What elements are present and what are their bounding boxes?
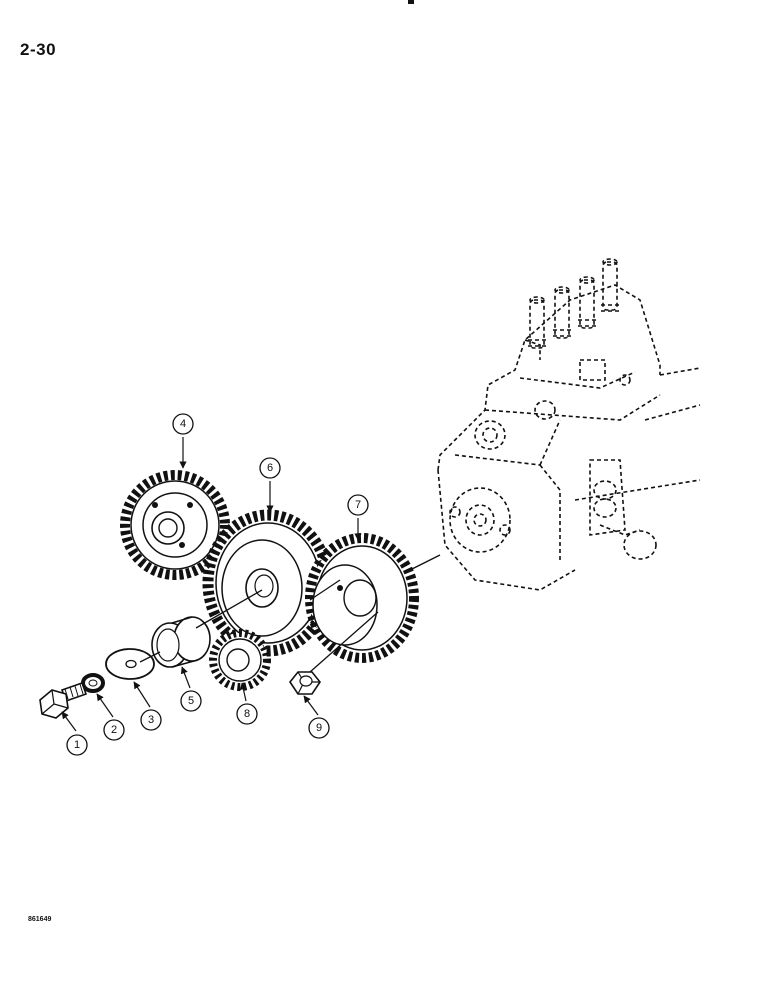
callout-leaders [61, 437, 362, 732]
svg-text:6: 6 [267, 462, 273, 474]
assembly-lines [139, 589, 379, 673]
callout-3: 3 [140, 709, 162, 731]
callout-4: 4 [172, 413, 194, 435]
callout-7: 7 [347, 494, 369, 516]
callout-1: 1 [66, 734, 88, 756]
lock-washer-icon [81, 673, 105, 693]
svg-text:9: 9 [316, 722, 322, 734]
callout-2: 2 [103, 719, 125, 741]
small-gear-icon [209, 629, 271, 691]
page-header-mark [408, 0, 414, 4]
hex-bolt-icon [39, 681, 88, 719]
svg-text:8: 8 [244, 708, 250, 720]
bushing-icon [151, 616, 211, 668]
figure-number: 861649 [28, 916, 52, 923]
svg-text:1: 1 [74, 739, 80, 751]
injection-pump-icon [437, 258, 701, 591]
callout-6: 6 [259, 457, 281, 479]
flat-washer-icon [105, 648, 155, 680]
svg-text:3: 3 [148, 714, 154, 726]
pump-drive-gear-icon [305, 533, 419, 663]
svg-text:7: 7 [355, 499, 361, 511]
hex-nut-icon [289, 671, 321, 695]
idler-gear-icon [202, 509, 334, 657]
callout-9: 9 [308, 717, 330, 739]
page-number: 2-30 [20, 40, 57, 59]
svg-text:2: 2 [111, 724, 117, 736]
callout-5: 5 [180, 690, 202, 712]
svg-text:5: 5 [188, 695, 194, 707]
gear-icon [120, 470, 230, 580]
svg-text:4: 4 [180, 418, 186, 430]
callout-8: 8 [236, 703, 258, 725]
